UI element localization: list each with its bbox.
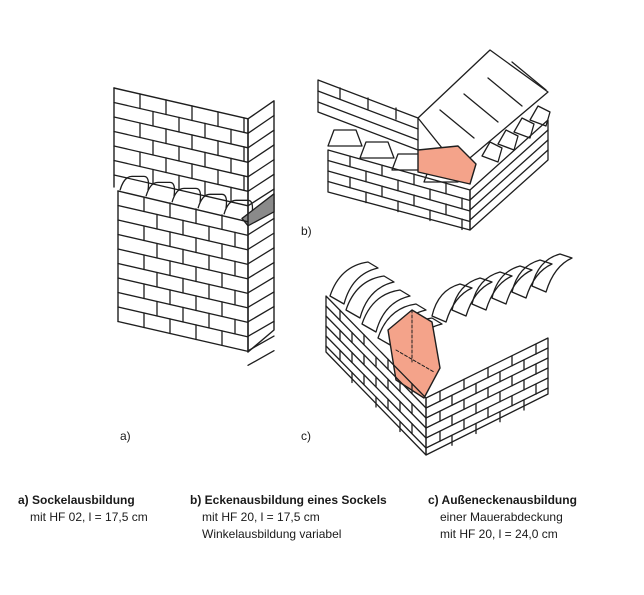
caption-b-line-2: Winkelausbildung variabel bbox=[202, 527, 342, 541]
capping-right-brick bbox=[531, 253, 573, 293]
upper-wall-bed-joint bbox=[113, 116, 249, 149]
right-wall-joint bbox=[425, 377, 549, 439]
upper-wall-bed-joint bbox=[113, 174, 249, 207]
panel-b-label: b) bbox=[301, 224, 312, 238]
end-face-joint bbox=[247, 276, 275, 294]
caption-b: b) Eckenausbildung eines Sockels mit HF … bbox=[190, 492, 387, 543]
right-wall-joint bbox=[425, 367, 549, 429]
end-face-joint bbox=[247, 320, 275, 337]
plinth-brick bbox=[171, 187, 202, 203]
panel-c-label: c) bbox=[301, 429, 311, 443]
caption-c-line-2: mit HF 20, l = 24,0 cm bbox=[440, 527, 558, 541]
upper-left-face bbox=[317, 79, 419, 151]
end-face-joint bbox=[247, 144, 275, 163]
panel-b-corner-drawing bbox=[317, 49, 551, 231]
plinth-right-brick bbox=[529, 105, 551, 127]
wall-top-edge bbox=[113, 87, 249, 120]
lower-right-face bbox=[469, 119, 549, 231]
plinth-brick bbox=[119, 175, 150, 191]
panel-a-wall-drawing bbox=[113, 87, 275, 366]
plinth-shaded-brick bbox=[241, 193, 275, 227]
caption-c-line-1: einer Mauerabdeckung bbox=[440, 510, 563, 524]
upper-left-joint bbox=[317, 101, 419, 141]
right-wall-joint bbox=[425, 357, 549, 419]
plinth-brick bbox=[197, 193, 228, 209]
lower-left-joint bbox=[327, 180, 471, 223]
end-face-joint bbox=[247, 305, 275, 323]
panel-a-label: a) bbox=[120, 429, 131, 443]
upper-wall-bed-joint bbox=[113, 130, 249, 163]
lower-right-joint bbox=[469, 139, 549, 211]
plinth-step-line bbox=[117, 190, 249, 223]
capping-right-brick bbox=[511, 259, 553, 299]
caption-b-title: b) Eckenausbildung eines Sockels bbox=[190, 493, 387, 507]
plinth-corner-brick bbox=[327, 129, 363, 147]
panel-c-capping-drawing bbox=[325, 253, 573, 456]
end-face-joint bbox=[247, 232, 275, 250]
upper-left-joint bbox=[317, 90, 419, 130]
end-face-joint bbox=[247, 291, 275, 308]
right-wall-joint bbox=[425, 347, 549, 409]
caption-c-title: c) Außeneckenausbildung bbox=[428, 493, 577, 507]
capping-highlight-brick bbox=[387, 309, 441, 399]
end-face-joint bbox=[247, 335, 275, 352]
lower-right-joint bbox=[469, 149, 549, 221]
capping-left-brick bbox=[329, 261, 379, 305]
end-face-joint bbox=[247, 173, 275, 192]
plinth-corner-brick bbox=[359, 141, 395, 159]
caption-a: a) Sockelausbildung mit HF 02, l = 17,5 … bbox=[18, 492, 148, 526]
capping-right-brick bbox=[451, 277, 493, 317]
upper-wall-bed-joint bbox=[113, 145, 249, 178]
right-wall-face bbox=[425, 337, 549, 456]
end-face-joint bbox=[247, 350, 275, 366]
upper-wall-bed-joint bbox=[113, 159, 249, 192]
capping-right-brick bbox=[471, 271, 513, 311]
capping-left-brick bbox=[345, 275, 395, 319]
right-wall-joint bbox=[425, 387, 549, 449]
corner-highlight-brick bbox=[417, 145, 477, 185]
caption-a-title: a) Sockelausbildung bbox=[18, 493, 135, 507]
upper-wall-bed-joint bbox=[113, 101, 249, 134]
end-face-joint bbox=[247, 217, 275, 236]
end-face-joint bbox=[247, 158, 275, 178]
end-face-joint bbox=[247, 114, 275, 134]
plinth-right-brick bbox=[497, 129, 519, 151]
caption-c: c) Außeneckenausbildung einer Mauerabdec… bbox=[428, 492, 577, 543]
plinth-right-brick bbox=[513, 117, 535, 139]
upper-right-joint bbox=[511, 61, 547, 91]
caption-a-line-1: mit HF 02, l = 17,5 cm bbox=[30, 510, 148, 524]
capping-hidden-line bbox=[395, 349, 435, 373]
upper-right-joint bbox=[487, 77, 523, 107]
end-face-joint bbox=[247, 247, 275, 265]
upper-right-joint bbox=[463, 93, 499, 123]
lower-right-joint bbox=[469, 129, 549, 201]
plinth-brick bbox=[223, 199, 254, 215]
capping-left-brick bbox=[361, 289, 411, 333]
end-face-joint bbox=[247, 261, 275, 279]
plinth-brick bbox=[145, 181, 176, 197]
lower-wall-bed-joint bbox=[117, 320, 249, 353]
plinth-right-brick bbox=[481, 141, 503, 163]
end-face-joint bbox=[247, 129, 275, 149]
capping-right-brick bbox=[431, 283, 473, 323]
caption-b-line-1: mit HF 20, l = 17,5 cm bbox=[202, 510, 320, 524]
capping-right-brick bbox=[491, 265, 533, 305]
upper-right-joint bbox=[439, 109, 475, 139]
